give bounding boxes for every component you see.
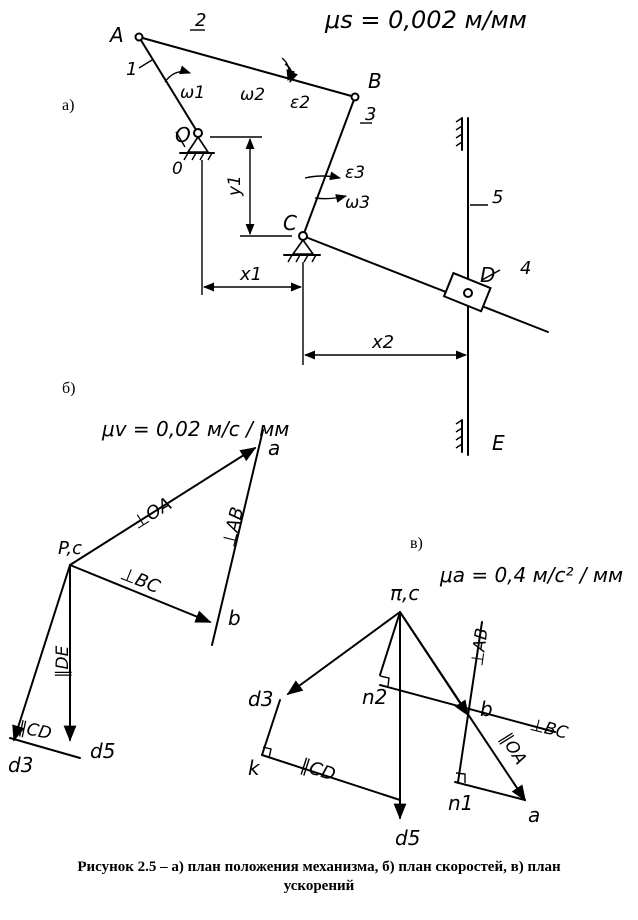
label-acc-d3: d3 (248, 687, 273, 711)
label-b: b (228, 606, 241, 630)
label-link-5: 5 (492, 187, 503, 208)
label-omega3: ω3 (345, 193, 370, 213)
section-label-a: а) (62, 97, 74, 114)
label-acc-par-CD: ∥CD (298, 755, 338, 786)
vector-pi-d3 (286, 611, 401, 695)
label-acc-perp-BC: ⊥BC (528, 715, 570, 744)
label-d5: d5 (90, 739, 115, 763)
label-pole-pi: π,c (390, 581, 419, 605)
label-perp-OA: ⊥OA (129, 493, 176, 533)
line-ab (211, 429, 264, 646)
section-label-b: б) (62, 380, 75, 397)
label-acc-perp-AB: ⊥AB (467, 627, 492, 668)
mechanism-plan: A B O C D E 1 2 3 4 5 0 ω1 ω2 ε2 ε3 ω3 y… (108, 10, 549, 456)
link-3-BC (302, 96, 356, 237)
acceleration-plan: μa = 0,4 м/с² / мм π,c d3 n2 b n1 a k d5… (248, 563, 623, 850)
label-eps3: ε3 (345, 163, 365, 183)
label-A: A (108, 23, 124, 47)
caption-line-2: ускорений (283, 878, 355, 894)
joint-A (134, 32, 144, 42)
line-kd5 (261, 754, 401, 801)
label-O: O (175, 123, 191, 147)
line-n1a (454, 781, 526, 801)
omega3-arrow (314, 194, 348, 203)
vector-pa (69, 447, 257, 566)
scale-mu-a: μa = 0,4 м/с² / мм (439, 563, 623, 587)
figure-caption: Рисунок 2.5 – а) план положения механизм… (0, 858, 638, 896)
line-d3k (261, 699, 281, 756)
label-eps2: ε2 (290, 93, 310, 113)
scale-mu-v: μv = 0,02 м/с / мм (101, 417, 289, 441)
label-x1: x1 (239, 264, 262, 285)
label-link-0: 0 (172, 159, 183, 179)
label-E: E (492, 431, 505, 455)
label-D: D (480, 263, 495, 287)
label-pole: P,c (58, 538, 82, 559)
velocity-plan: μv = 0,02 м/с / мм P,c a b d3 d5 ⊥OA ⊥AB… (8, 417, 289, 777)
label-par-DE: ∥DE (53, 645, 73, 678)
omega1-arrow (164, 65, 192, 83)
label-acc-d5: d5 (395, 826, 420, 850)
label-par-CD: ∥CD (16, 718, 53, 745)
label-omega1: ω1 (180, 83, 205, 103)
label-acc-b: b (480, 697, 493, 721)
label-acc-a: a (528, 803, 540, 827)
vector-pi-n2 (379, 611, 401, 676)
label-a: a (268, 436, 280, 460)
label-acc-n2: n2 (362, 685, 387, 709)
right-angle-k (262, 746, 272, 759)
joint-B (350, 92, 360, 102)
label-link-2: 2 (195, 10, 206, 31)
section-label-c: в) (410, 535, 423, 552)
label-link-1: 1 (126, 59, 137, 80)
label-x2: x2 (371, 332, 394, 353)
label-link-3: 3 (365, 104, 376, 125)
support-O (179, 128, 215, 161)
right-angle-n1 (455, 772, 466, 783)
label-link-4: 4 (520, 258, 531, 279)
link-3-CD (302, 235, 549, 333)
joint-D (463, 288, 473, 298)
vector-pb (69, 564, 212, 623)
label-perp-AB: ⊥AB (218, 505, 248, 549)
link-1-OA (138, 36, 199, 134)
guide-top (455, 117, 463, 151)
line-perp-AB (457, 621, 483, 783)
caption-line-1: Рисунок 2.5 – а) план положения механизм… (77, 859, 561, 875)
label-y1: y1 (225, 175, 245, 197)
scale-mu-s: μs = 0,002 м/мм (324, 6, 527, 34)
label-C: C (283, 211, 297, 235)
label-omega2: ω2 (240, 85, 265, 105)
label-acc-n1: n1 (448, 791, 473, 815)
vector-pd3 (12, 564, 71, 742)
label-d3: d3 (8, 753, 33, 777)
line-d3d5 (9, 737, 81, 759)
eps2-arrow (281, 57, 296, 82)
label-B: B (368, 69, 382, 93)
support-C (283, 231, 321, 263)
link-2-AB (138, 36, 356, 98)
line-n2b (379, 684, 556, 733)
label-acc-k: k (248, 756, 261, 780)
guide-bottom (455, 419, 463, 453)
right-angle-n2 (379, 675, 390, 687)
eps3-arrow (304, 171, 342, 181)
vector-pi-b (399, 611, 469, 717)
